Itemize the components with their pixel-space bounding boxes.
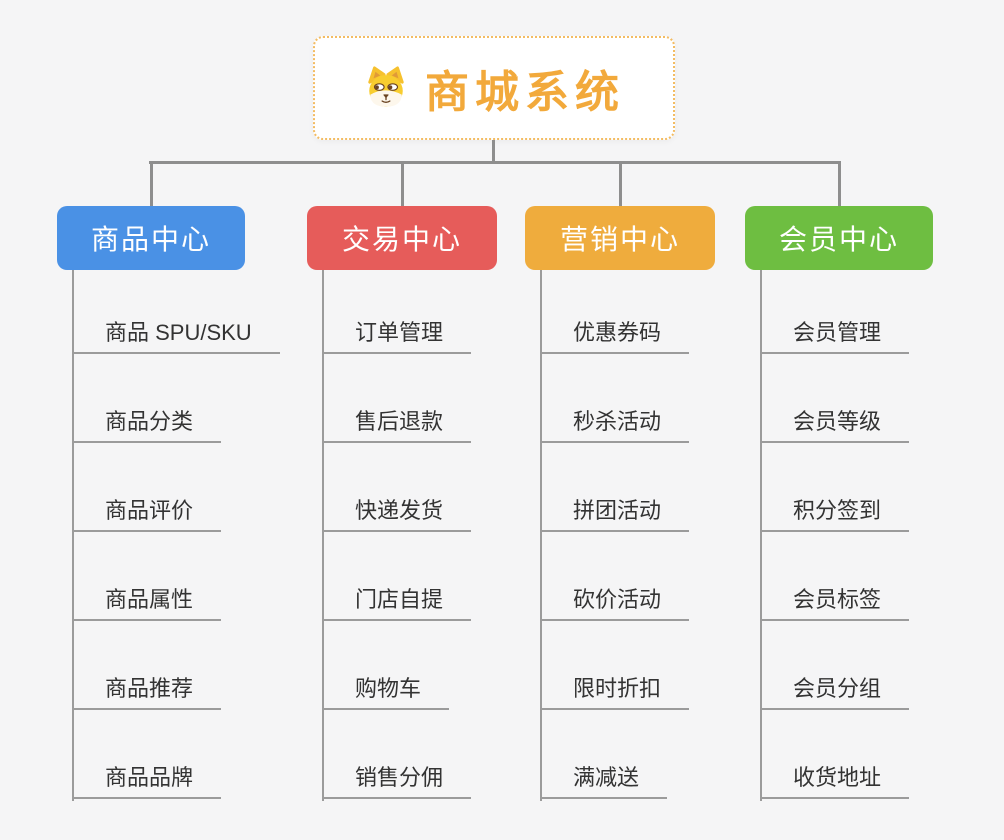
connector-drop-1 — [400, 163, 404, 208]
leaf-node[interactable]: 砍价活动 — [540, 585, 690, 621]
leaf-node[interactable]: 限时折扣 — [540, 674, 690, 710]
leaf-node[interactable]: 会员分组 — [760, 674, 910, 710]
leaf-node[interactable]: 秒杀活动 — [540, 407, 690, 443]
leaf-node[interactable]: 拼团活动 — [540, 496, 690, 532]
leaf-node[interactable]: 商品推荐 — [72, 674, 222, 710]
root-title: 商城系统 — [425, 68, 625, 117]
branch-node-3[interactable]: 会员中心 — [745, 206, 933, 270]
branch-column-1: 交易中心订单管理售后退款快递发货门店自提购物车销售分佣 — [307, 206, 497, 801]
connector-drop-0 — [149, 163, 153, 208]
leaf-node[interactable]: 商品属性 — [72, 585, 222, 621]
branch-spine-3 — [760, 270, 762, 801]
branch-node-2[interactable]: 营销中心 — [525, 206, 715, 270]
leaf-node[interactable]: 满减送 — [540, 763, 668, 799]
leaf-node[interactable]: 快递发货 — [322, 496, 472, 532]
leaf-node[interactable]: 售后退款 — [322, 407, 472, 443]
leaf-node[interactable]: 商品品牌 — [72, 763, 222, 799]
branch-spine-0 — [72, 270, 74, 801]
branch-spine-2 — [540, 270, 542, 801]
root-node[interactable]: 商城系统 — [313, 36, 675, 140]
connector-horizontal-rail — [149, 161, 841, 164]
connector-drop-2 — [618, 163, 622, 208]
leaf-node[interactable]: 订单管理 — [322, 318, 472, 354]
connector-root-stem — [492, 140, 495, 164]
leaf-node[interactable]: 商品分类 — [72, 407, 222, 443]
leaf-node[interactable]: 会员标签 — [760, 585, 910, 621]
leaf-node[interactable]: 会员等级 — [760, 407, 910, 443]
leaf-node[interactable]: 购物车 — [322, 674, 450, 710]
leaf-node[interactable]: 销售分佣 — [322, 763, 472, 799]
shiba-dog-icon — [363, 65, 409, 111]
leaf-node[interactable]: 商品 SPU/SKU — [72, 318, 280, 354]
branch-column-2: 营销中心优惠券码秒杀活动拼团活动砍价活动限时折扣满减送 — [525, 206, 715, 801]
connector-drop-3 — [837, 163, 841, 208]
leaf-node[interactable]: 会员管理 — [760, 318, 910, 354]
leaf-node[interactable]: 优惠券码 — [540, 318, 690, 354]
branch-column-0: 商品中心商品 SPU/SKU 商品分类商品评价商品属性商品推荐商品品牌 — [57, 206, 280, 801]
branch-spine-1 — [322, 270, 324, 801]
branch-column-3: 会员中心会员管理会员等级积分签到会员标签会员分组收货地址 — [745, 206, 933, 801]
leaf-node[interactable]: 收货地址 — [760, 763, 910, 799]
leaf-node[interactable]: 积分签到 — [760, 496, 910, 532]
leaf-node[interactable]: 商品评价 — [72, 496, 222, 532]
branch-node-0[interactable]: 商品中心 — [57, 206, 245, 270]
branch-node-1[interactable]: 交易中心 — [307, 206, 497, 270]
leaf-node[interactable]: 门店自提 — [322, 585, 472, 621]
